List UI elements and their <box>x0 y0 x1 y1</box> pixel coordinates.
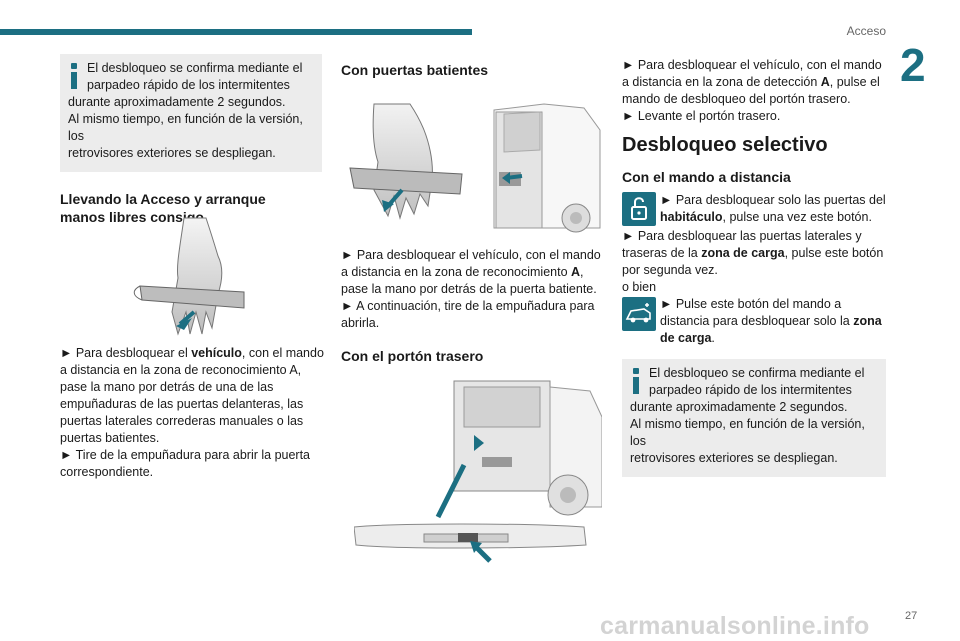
instruction-paragraph: ► A continuación, tire de la empuñadura … <box>341 299 595 330</box>
heading-line: Llevando la Acceso y arranque <box>60 191 266 207</box>
chapter-number: 2 <box>900 39 926 91</box>
info-line: Al mismo tiempo, en función de la versió… <box>68 112 303 143</box>
instruction-paragraph: ► Para desbloquear solo las puertas del … <box>660 193 886 224</box>
unlock-padlock-icon <box>622 192 656 226</box>
or-label: o bien <box>622 280 657 294</box>
watermark: carmanualsonline.info <box>600 612 870 640</box>
column-1-body: ► Para desbloquear el vehículo, con el m… <box>60 345 324 481</box>
heading-line: manos libres consigo <box>60 209 204 225</box>
info-line: retrovisores exteriores se despliegan. <box>68 146 276 160</box>
info-icon <box>69 63 79 89</box>
column-2-heading: Con puertas batientes <box>341 61 603 79</box>
column-1: El desbloqueo se confirma mediante el pa… <box>60 54 322 226</box>
van-rear-unlock-icon <box>622 297 656 331</box>
info-icon <box>631 368 641 394</box>
page-number: 27 <box>905 610 918 622</box>
instruction-paragraph: ► Para desbloquear el vehículo, con el m… <box>622 58 882 106</box>
section-heading: Con puertas batientes <box>341 62 489 78</box>
hand-on-handle-illustration <box>133 217 245 336</box>
instruction-block: ► Para desbloquear solo las puertas del … <box>622 192 886 347</box>
info-line: parpadeo rápido de los intermitentes <box>87 78 290 92</box>
column-2-body: ► Para desbloquear el vehículo, con el m… <box>341 247 605 365</box>
info-line: durante aproximadamente 2 segundos. <box>68 95 286 109</box>
instruction-paragraph: ► Pulse este botón del mando a distancia… <box>660 297 882 345</box>
info-line: El desbloqueo se confirma mediante el <box>649 366 865 380</box>
instruction-paragraph: ► Levante el portón trasero. <box>622 109 781 123</box>
info-box: El desbloqueo se confirma mediante el pa… <box>622 359 886 477</box>
info-line: retrovisores exteriores se despliegan. <box>630 451 838 465</box>
instruction-paragraph: ► Para desbloquear las puertas laterales… <box>622 229 884 277</box>
info-line: Al mismo tiempo, en función de la versió… <box>630 417 865 448</box>
subsection-heading: Con el mando a distancia <box>622 169 791 185</box>
section-heading: Con el portón trasero <box>341 348 484 364</box>
tailgate-illustration <box>354 380 602 563</box>
info-line: durante aproximadamente 2 segundos. <box>630 400 848 414</box>
section-title: Acceso <box>846 24 886 38</box>
section-heading: Llevando la Acceso y arranque manos libr… <box>60 190 322 226</box>
info-line: parpadeo rápido de los intermitentes <box>649 383 852 397</box>
swing-doors-illustration <box>349 103 601 233</box>
header-accent-bar <box>0 29 472 35</box>
instruction-paragraph: ► Tire de la empuñadura para abrir la pu… <box>60 448 311 479</box>
info-line: El desbloqueo se confirma mediante el <box>87 61 303 75</box>
instruction-paragraph: ► Para desbloquear el vehículo, con el m… <box>341 248 601 296</box>
section-title-large: Desbloqueo selectivo <box>622 134 828 156</box>
info-box: El desbloqueo se confirma mediante el pa… <box>60 54 322 172</box>
column-3: ► Para desbloquear el vehículo, con el m… <box>622 57 886 477</box>
instruction-paragraph: ► Para desbloquear el vehículo, con el m… <box>60 346 324 445</box>
